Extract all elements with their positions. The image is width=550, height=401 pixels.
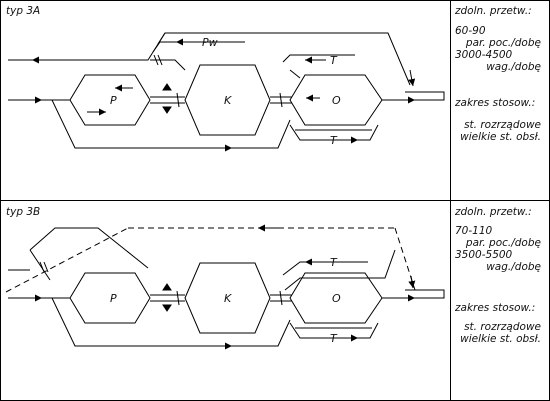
panel-3a-scope-heading: zakres stosow.: [454,97,535,109]
panel-3b-switch-marks [39,261,283,312]
panel-3b-scope-heading: zakres stosow.: [454,302,535,314]
panel-3b-wagons-range: 3500-5500 [455,249,513,261]
panel-3a-trains-range: 60-90 [455,25,486,37]
panel-3b: typ 3B [5,206,541,350]
panel-3a-switch-marks [153,54,283,114]
panel-3a-track-t-upper: T [330,54,338,67]
panel-3a: typ 3A [6,5,541,152]
panel-3a-scope-line2: wielkie st. obsł. [460,131,541,143]
panel-3b-trains-unit: par. poc./dobę [465,237,541,249]
panel-3a-track-t-lower: T [330,134,338,147]
panel-3a-station-k: K [224,94,232,107]
panel-3b-arrows [22,224,416,350]
panel-3b-station-p: P [110,292,117,305]
panel-3b-trains-range: 70-110 [455,225,493,237]
panel-3b-track-t-lower: T [330,332,338,345]
panel-3b-station-labels: P K O T T [110,256,341,345]
panel-3b-tracks [5,227,445,347]
panel-3b-station-k: K [224,292,232,305]
panel-3a-station-labels: P K O Pw T T [110,36,341,147]
panel-3b-wagons-unit: wag./dobę [486,261,541,273]
panel-3b-station-o: O [332,292,341,305]
panel-3b-track-t-upper: T [330,256,338,269]
panel-3a-tracks [8,32,445,149]
panel-3a-station-p: P [110,94,117,107]
panel-3a-capacity-heading: zdoln. przetw.: [454,5,532,17]
panel-3a-trains-unit: par. poc./dobę [465,37,541,49]
panel-3a-info: zdoln. przetw.: 60-90 par. poc./dobę 300… [454,5,541,143]
panel-3b-capacity-heading: zdoln. przetw.: [454,206,532,218]
panel-3b-type-label: typ 3B [6,206,40,218]
panel-3a-arrows [22,38,416,152]
panel-3b-scope-line2: wielkie st. obsł. [460,333,541,345]
panel-3a-track-pw: Pw [202,36,218,49]
panel-3b-scope-line1: st. rozrządowe [464,321,541,333]
panel-3a-station-o: O [332,94,341,107]
panel-3a-type-label: typ 3A [6,5,40,17]
panel-3a-scope-line1: st. rozrządowe [464,119,541,131]
panel-3b-info: zdoln. przetw.: 70-110 par. poc./dobę 35… [454,206,541,345]
panel-3a-wagons-unit: wag./dobę [486,61,541,73]
panel-3a-wagons-range: 3000-4500 [455,49,513,61]
